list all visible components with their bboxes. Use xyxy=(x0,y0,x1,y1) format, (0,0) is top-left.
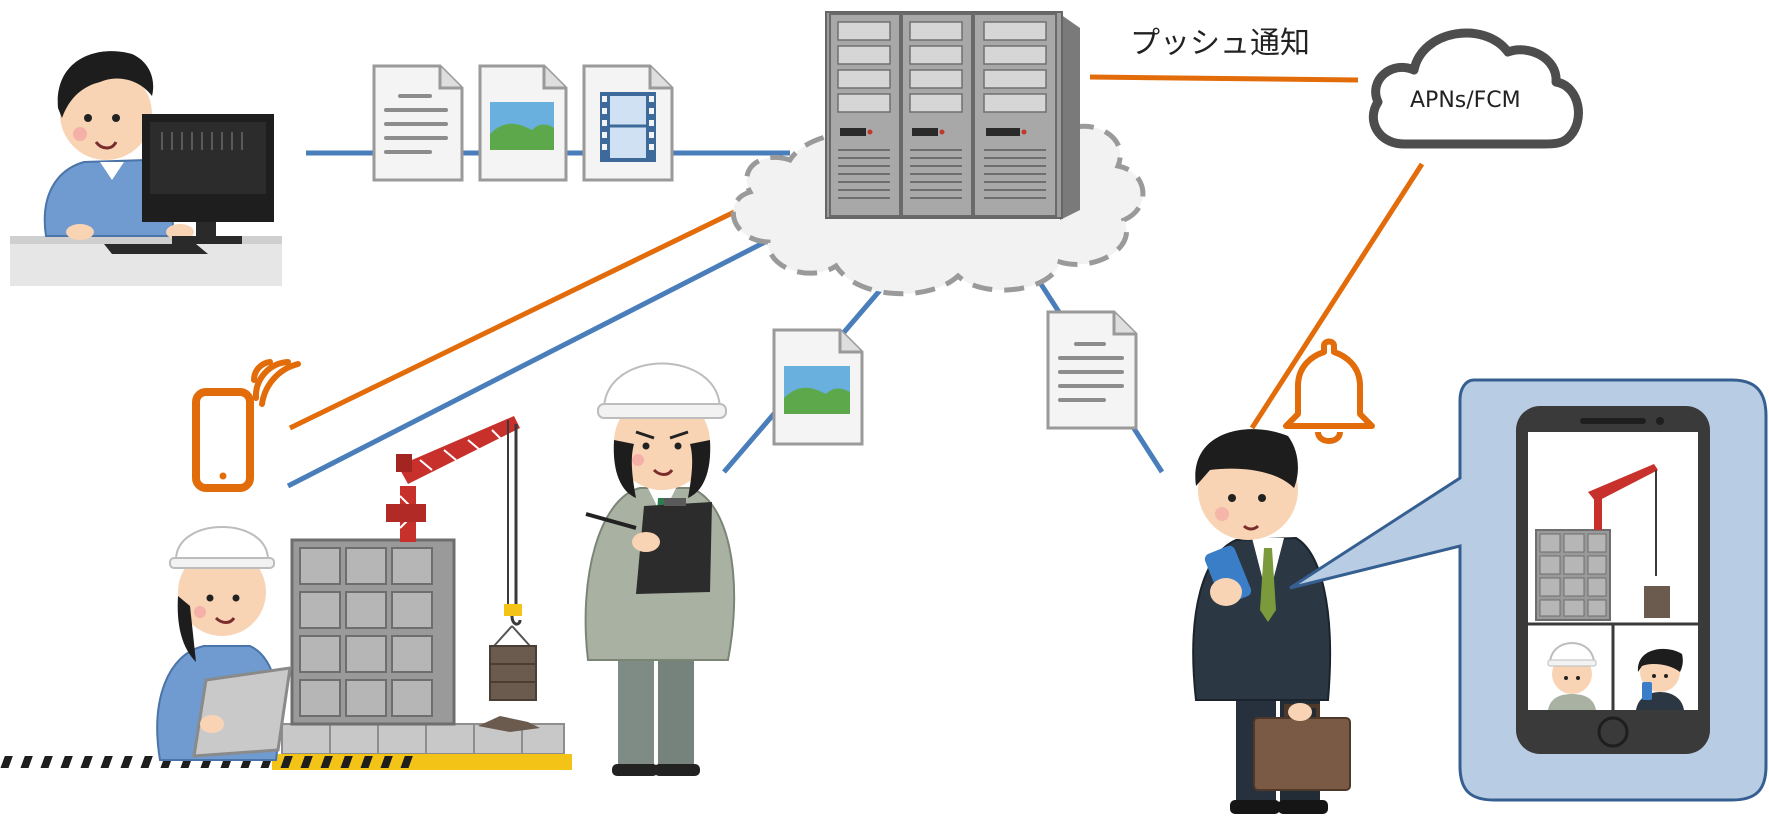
video-document-icon xyxy=(582,64,674,182)
line-server-push xyxy=(1089,74,1359,83)
video-call-screen xyxy=(1516,406,1710,754)
smartphone-icon xyxy=(192,388,254,492)
text-document-icon-2 xyxy=(1046,310,1138,430)
wifi-signal-icon xyxy=(250,359,301,407)
line-server-smartphone xyxy=(288,179,798,431)
push-notification-label: プッシュ通知 xyxy=(1130,26,1310,61)
construction-site xyxy=(0,416,572,770)
worker-with-tablet xyxy=(156,526,292,761)
bell-icon xyxy=(1283,338,1375,444)
line-cloud-businessman xyxy=(1249,162,1425,430)
apns-fcm-label: APNs/FCM xyxy=(1410,88,1521,113)
image-document-icon-2 xyxy=(772,328,864,446)
line-server-tablet xyxy=(286,215,814,489)
worker-with-clipboard xyxy=(584,362,736,776)
server-icon xyxy=(825,11,1080,220)
text-document-icon xyxy=(372,64,464,182)
image-document-icon xyxy=(478,64,568,182)
office-worker-at-computer xyxy=(10,51,282,286)
businessman-with-phone xyxy=(1192,429,1351,814)
cloud-icon xyxy=(1368,28,1583,149)
